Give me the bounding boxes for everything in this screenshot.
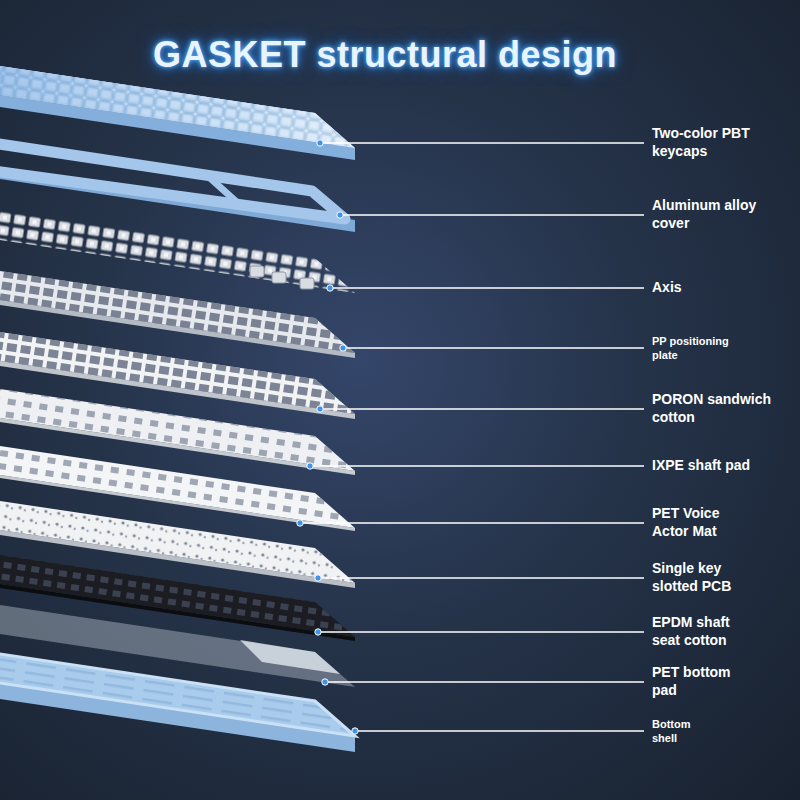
part-label: Axis: [652, 279, 782, 297]
part-label: PP positioning plate: [652, 334, 747, 362]
part-label: IXPE shaft pad: [652, 457, 787, 475]
leader-dots: [297, 140, 358, 734]
diagram-title: GASKET structural design: [0, 34, 770, 76]
part-label: PET bottom pad: [652, 664, 752, 700]
part-label: Bottom shell: [652, 717, 700, 745]
leader-lines: [300, 143, 644, 731]
part-label: EPDM shaft seat cotton: [652, 614, 752, 650]
part-label: Two-color PBT keycaps: [652, 125, 782, 161]
part-label: PET Voice Actor Mat: [652, 505, 752, 541]
part-label: Single key slotted PCB: [652, 560, 752, 596]
part-label: Aluminum alloy cover: [652, 197, 767, 233]
part-label: PORON sandwich cotton: [652, 391, 787, 427]
